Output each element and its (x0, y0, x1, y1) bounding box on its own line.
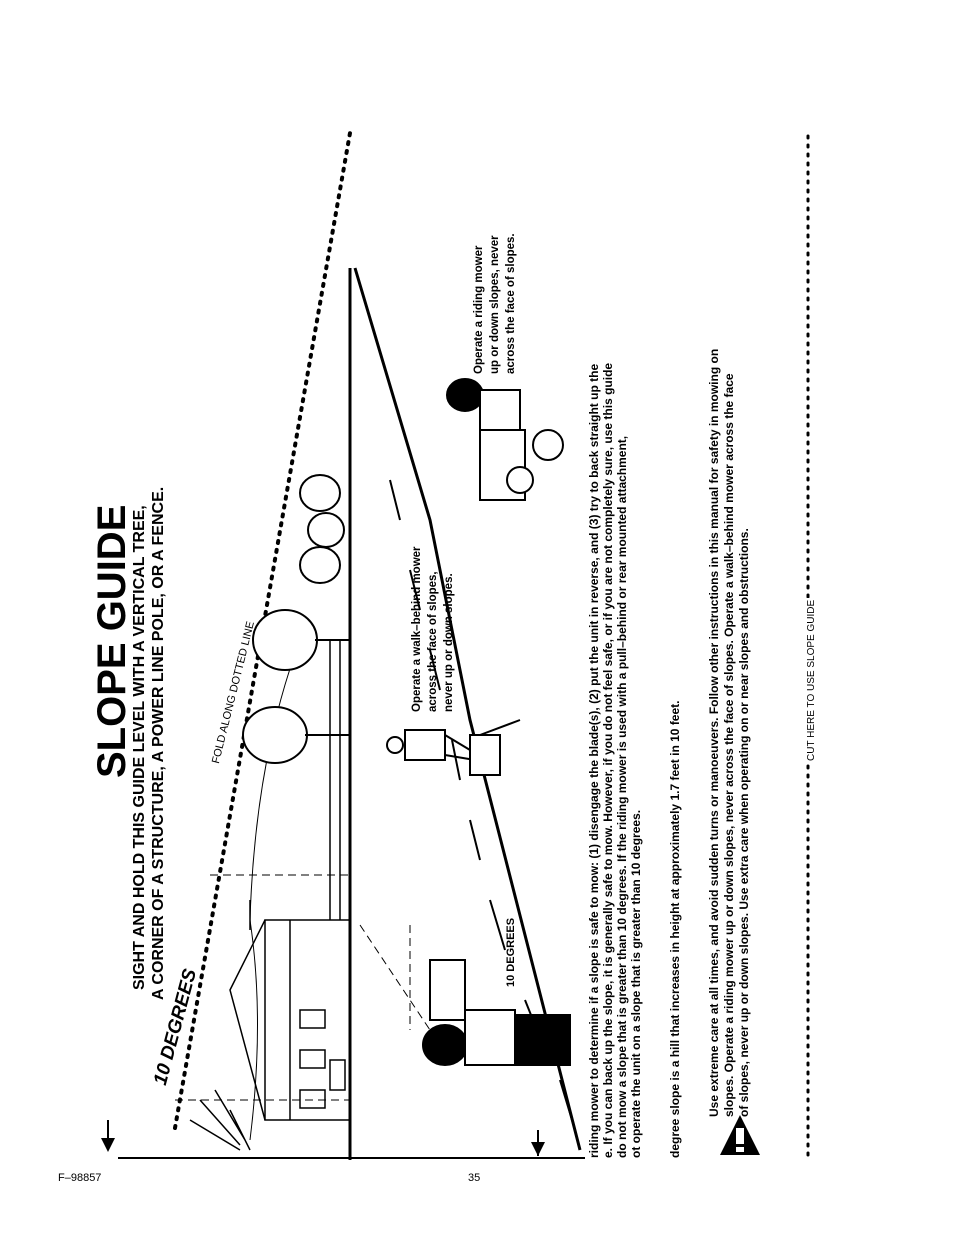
arrow-down-icon (531, 1130, 545, 1156)
slope-definition: degree slope is a hill that increases in… (668, 700, 682, 1159)
instruction-line-3: do not mow a slope that is greater than … (615, 435, 629, 1158)
walk-behind-caption-3: never up or down slopes. (443, 573, 455, 712)
cut-label: CUT HERE TO USE SLOPE GUIDE (806, 597, 817, 763)
riding-caption-3: across the face of slopes. (505, 233, 517, 374)
page-number: 35 (468, 1172, 481, 1184)
warning-icon (720, 1115, 760, 1155)
fence-illustration (329, 640, 341, 920)
house-illustration (229, 900, 351, 1121)
walk-behind-caption-1: Operate a walk–behind mower (411, 546, 423, 712)
walk-behind-caption-2: across the face of slopes, (427, 571, 439, 712)
instruction-line-4: ot operate the unit on a slope that is g… (629, 809, 643, 1158)
walk-behind-mower-illustration (386, 719, 521, 776)
subtitle-line-2: A CORNER OF A STRUCTURE, A POWER LINE PO… (150, 486, 167, 1000)
instruction-line-2: e. If you can back up the slope, it is g… (601, 362, 615, 1158)
doc-number: F–98857 (58, 1172, 102, 1184)
instruction-line-1: riding mower to determine if a slope is … (587, 363, 601, 1158)
warning-line-3: of slopes, never up or down slopes. Use … (737, 528, 751, 1117)
person-sighting-illustration (422, 959, 571, 1066)
subtitle-line-1: SIGHT AND HOLD THIS GUIDE LEVEL WITH A V… (131, 505, 148, 990)
warning-line-1: Use extreme care at all times, and avoid… (707, 348, 721, 1117)
riding-caption-2: up or down slopes, never (489, 235, 501, 374)
tree-illustration (242, 474, 350, 764)
bush-illustration (189, 1089, 251, 1151)
arrow-down-icon (101, 1120, 115, 1152)
slope-ground-line (353, 267, 582, 1151)
small-angle-label: 10 DEGREES (505, 917, 517, 987)
page-title: SLOPE GUIDE (90, 504, 134, 778)
riding-mower-illustration (446, 378, 564, 501)
riding-caption-1: Operate a riding mower (473, 245, 485, 374)
warning-line-2: slopes. Operate a riding mower up or dow… (722, 373, 736, 1117)
